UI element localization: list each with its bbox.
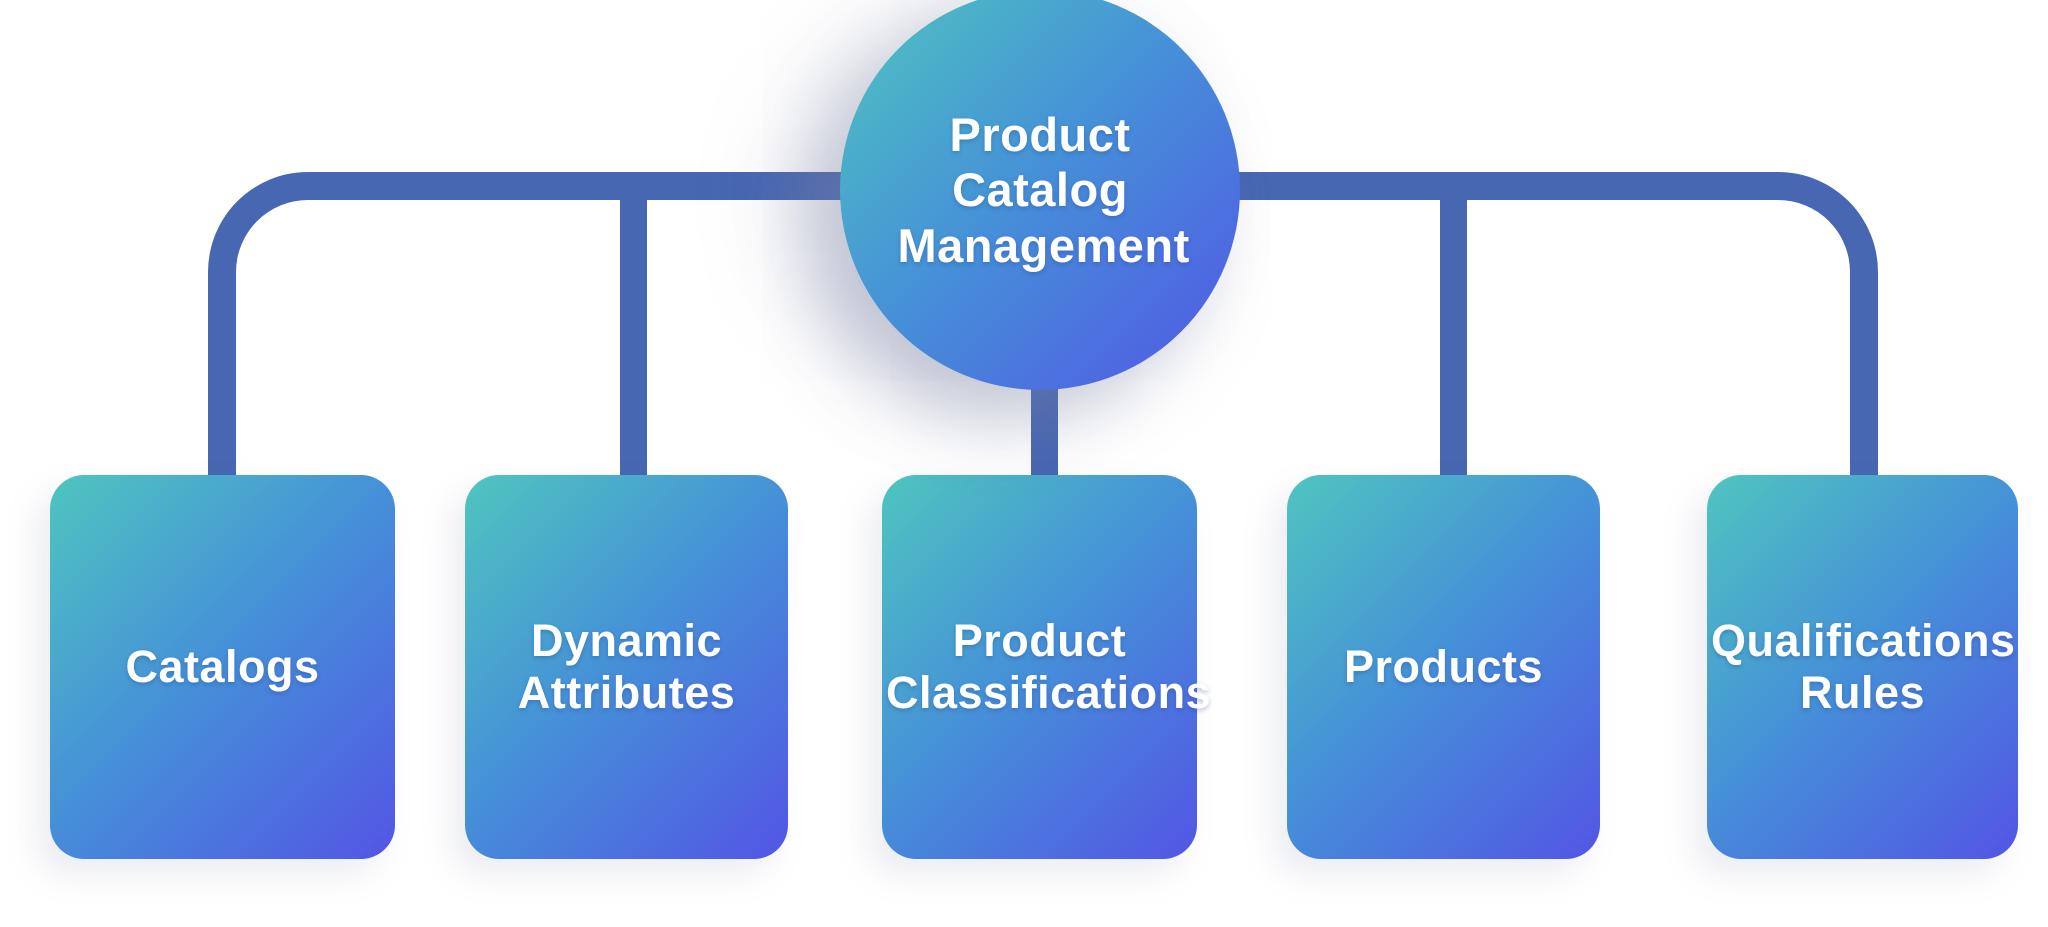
child-node-label: Product Classifications	[886, 615, 1212, 718]
child-node-label: Catalogs	[125, 641, 320, 693]
connector-stub-dynamic-attributes	[620, 186, 647, 477]
child-node-products: Products	[1287, 475, 1600, 859]
root-node-label: Product Catalog Management	[897, 107, 1190, 272]
child-node-qualifications-rules: Qualifications Rules	[1707, 475, 2018, 859]
child-node-label: Dynamic Attributes	[517, 615, 736, 718]
root-node-product-catalog-management: Product Catalog Management	[840, 0, 1240, 390]
child-node-label: Products	[1343, 641, 1544, 693]
connector-stub-products	[1440, 186, 1467, 477]
child-node-dynamic-attributes: Dynamic Attributes	[465, 475, 788, 859]
child-node-catalogs: Catalogs	[50, 475, 395, 859]
child-node-product-classifications: Product Classifications	[882, 475, 1212, 859]
child-node-label: Qualifications Rules	[1711, 615, 2016, 718]
